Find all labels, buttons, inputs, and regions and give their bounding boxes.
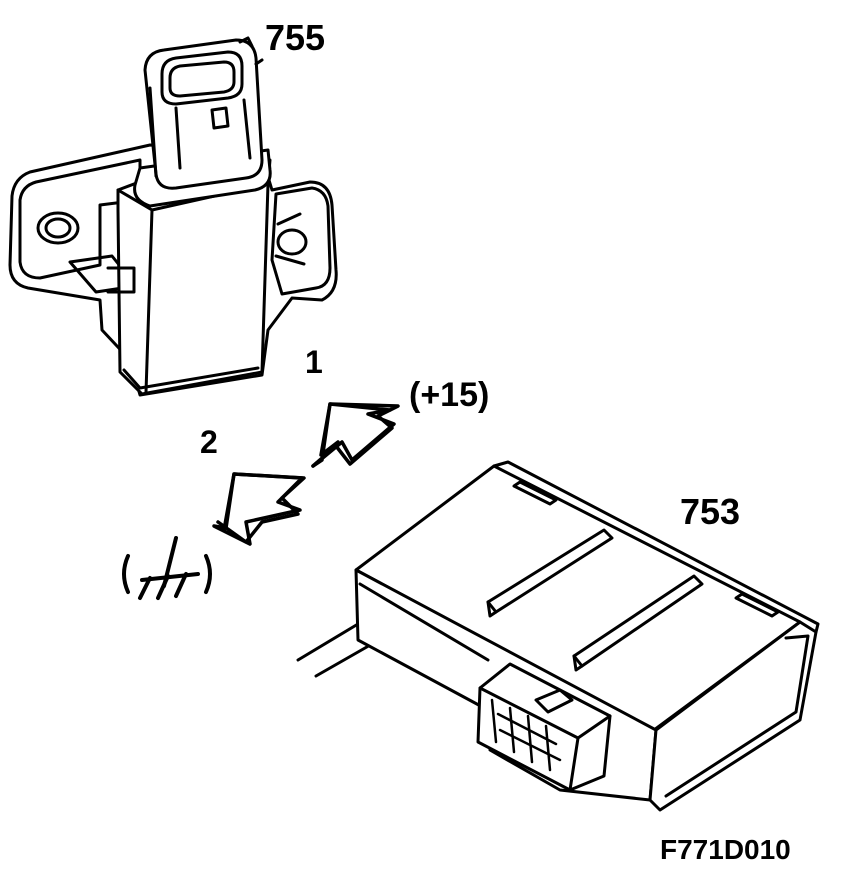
sensor-bracket-ear-right xyxy=(272,188,330,294)
sensor-body xyxy=(118,184,268,394)
pin1-signal-label: (+15) xyxy=(409,376,490,414)
module-rib-2 xyxy=(574,576,702,666)
module-rib-1-end xyxy=(488,602,496,616)
module-connector-pins xyxy=(492,700,550,770)
sensor-connector-ribs xyxy=(176,100,250,168)
module-connector-socket xyxy=(478,664,610,790)
sensor-mounting-hole-right xyxy=(278,230,306,254)
sensor-body-edge xyxy=(146,210,152,392)
sensor-mounting-hole-left xyxy=(38,213,78,243)
module-rib-2-end xyxy=(574,656,582,670)
sensor-connector-latch-window xyxy=(212,108,228,128)
ground-tick-2 xyxy=(158,576,168,598)
sensor-connector-rib-left xyxy=(150,88,156,176)
module-top-rim xyxy=(494,462,818,632)
module-connector-latch xyxy=(536,690,572,712)
module-cable xyxy=(298,624,372,676)
module-753-drawing xyxy=(298,462,818,810)
module-connector-edges xyxy=(480,688,610,790)
pin1-label: 1 xyxy=(305,344,323,380)
module-right-face xyxy=(650,622,816,810)
ground-bracket-right xyxy=(206,556,210,592)
module-front-line xyxy=(360,584,488,660)
figure-code: F771D010 xyxy=(660,834,791,865)
sensor-body-bottom-edge xyxy=(124,368,258,388)
ground-symbol-icon xyxy=(124,538,210,598)
ground-tick-3 xyxy=(176,574,186,596)
sensor-bracket-inner xyxy=(20,160,140,278)
part-label-sensor: 755 xyxy=(265,17,326,58)
pin2-label: 2 xyxy=(200,424,218,460)
sensor-connector-opening-inner xyxy=(170,62,234,96)
pin1-arrow-outline xyxy=(313,404,398,466)
ground-bracket-left xyxy=(124,556,128,592)
module-connector-inner xyxy=(498,714,560,760)
pin2-arrow-outline xyxy=(218,474,304,542)
sensor-ear-detail xyxy=(276,214,304,264)
module-top-slot-1 xyxy=(514,482,556,504)
sensor-mounting-hole-left-inner xyxy=(46,219,70,237)
pin-arrows xyxy=(214,404,398,544)
sensor-body-tab xyxy=(108,268,134,292)
module-right-inner-edge xyxy=(666,636,808,796)
sensor-755-drawing xyxy=(10,38,336,395)
ground-tick-1 xyxy=(140,578,150,598)
sensor-connector-opening xyxy=(162,52,242,104)
sensor-connector-latch-top xyxy=(240,38,262,64)
module-top-slot-2 xyxy=(736,594,778,616)
part-label-module: 753 xyxy=(680,491,741,532)
module-rib-1 xyxy=(488,530,612,612)
